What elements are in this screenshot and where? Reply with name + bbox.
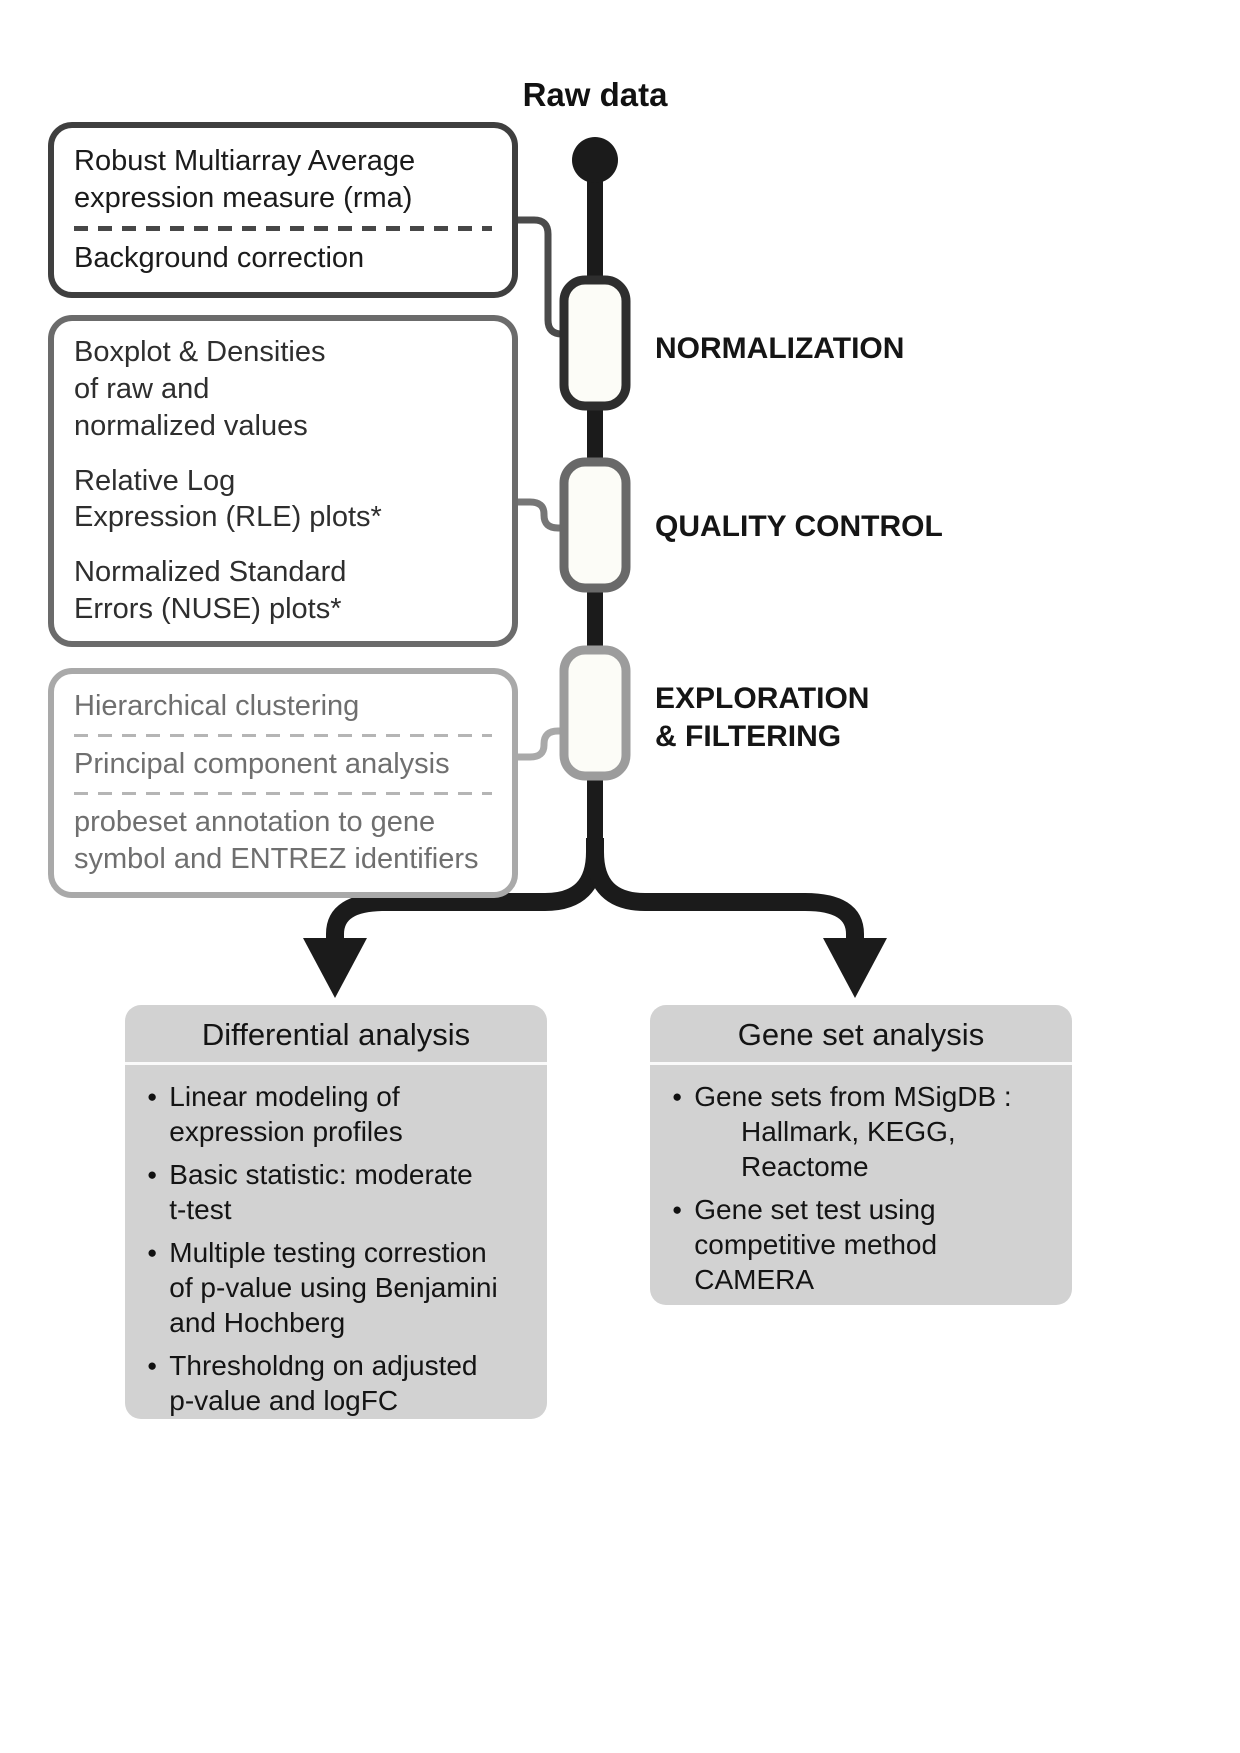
method-background-correction: Background correction <box>74 241 365 274</box>
gene-set-analysis-title: Gene set analysis <box>650 1005 1072 1065</box>
bullet-text: Gene set test using competitive method C… <box>694 1194 938 1295</box>
raw-data-node <box>572 137 618 183</box>
raw-data-label: Raw data <box>522 76 668 113</box>
bullet-text: Gene sets from MSigDB : Hallmark, KEGG, … <box>694 1081 1012 1182</box>
method-hierarchical-clustering: Hierarchical clustering <box>74 690 360 722</box>
exploration-methods-box: Hierarchical clustering Principal compon… <box>48 668 518 898</box>
quality-control-methods-box: Boxplot & Densities of raw and normalize… <box>48 315 518 647</box>
arrowhead-left-icon <box>303 938 367 998</box>
normalization-methods-box: Robust Multiarray Average expression mea… <box>48 122 518 298</box>
dashed-divider <box>74 225 492 231</box>
bullet-text: Thresholdng on adjusted p-value and logF… <box>169 1350 478 1416</box>
bullet-text: Multiple testing correstion of p-value u… <box>169 1237 498 1338</box>
differential-analysis-title: Differential analysis <box>125 1005 547 1065</box>
gene-set-analysis-bullets: ● Gene sets from MSigDB : Hallmark, KEGG… <box>650 1065 1072 1305</box>
stage-label-quality-control: QUALITY CONTROL <box>655 510 943 543</box>
list-item: ● Linear modeling of expression profiles <box>147 1079 531 1149</box>
connector-normalization <box>516 216 574 338</box>
dashed-divider <box>74 733 492 738</box>
method-rle-plots: Relative Log Expression (RLE) plots* <box>74 464 382 534</box>
list-item: ● Basic statistic: moderate t-test <box>147 1157 531 1227</box>
method-pca: Principal component analysis <box>74 748 450 781</box>
bullet-icon: ● <box>147 1356 158 1375</box>
stage-label-exploration-filtering: EXPLORATION & FILTERING <box>655 682 870 753</box>
quality-control-stage-node <box>559 457 631 593</box>
method-boxplot-densities: Boxplot & Densities of raw and normalize… <box>74 336 326 442</box>
dashed-divider <box>74 792 492 796</box>
list-item: ● Multiple testing correstion of p-value… <box>147 1235 531 1340</box>
differential-analysis-box: Differential analysis ● Linear modeling … <box>125 1005 547 1419</box>
bullet-icon: ● <box>147 1087 158 1106</box>
list-item: ● Gene set test using competitive method… <box>672 1192 1056 1297</box>
exploration-stage-node <box>559 645 631 781</box>
branch-right-line <box>586 838 864 944</box>
differential-analysis-bullets: ● Linear modeling of expression profiles… <box>125 1065 547 1419</box>
connector-exploration <box>516 727 574 761</box>
normalization-stage-node <box>559 275 631 411</box>
connector-quality-control <box>516 498 574 532</box>
list-item: ● Gene sets from MSigDB : Hallmark, KEGG… <box>672 1079 1056 1184</box>
method-rma: Robust Multiarray Average expression mea… <box>74 145 416 215</box>
bullet-icon: ● <box>672 1087 683 1106</box>
bullet-icon: ● <box>672 1200 683 1219</box>
gene-set-analysis-box: Gene set analysis ● Gene sets from MSigD… <box>650 1005 1072 1305</box>
arrowhead-right-icon <box>823 938 887 998</box>
bullet-icon: ● <box>147 1165 158 1184</box>
bullet-icon: ● <box>147 1243 158 1262</box>
list-item: ● Thresholdng on adjusted p-value and lo… <box>147 1348 531 1418</box>
stage-label-normalization: NORMALIZATION <box>655 332 905 365</box>
method-probeset-annotation: probeset annotation to gene symbol and E… <box>74 806 479 876</box>
method-nuse-plots: Normalized Standard Errors (NUSE) plots* <box>74 556 347 626</box>
bullet-text: Basic statistic: moderate t-test <box>169 1159 473 1225</box>
bullet-text: Linear modeling of expression profiles <box>169 1081 403 1147</box>
